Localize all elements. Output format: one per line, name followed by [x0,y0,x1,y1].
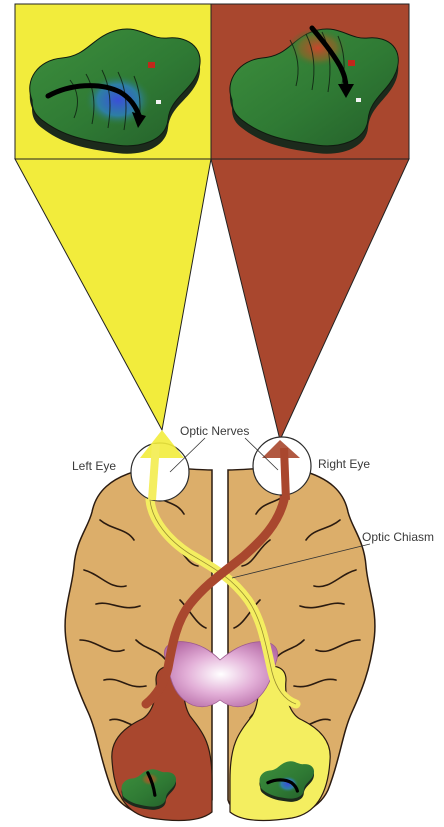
left-eye-label: Left Eye [72,459,116,473]
left-eye-light-cone [140,430,184,458]
right-eye-label: Right Eye [318,457,370,471]
optic-nerves-label: Optic Nerves [180,424,249,438]
left-field-projection [15,159,211,430]
optic-chiasm-label: Optic Chiasm [362,530,434,544]
right-field-projection [211,159,409,440]
